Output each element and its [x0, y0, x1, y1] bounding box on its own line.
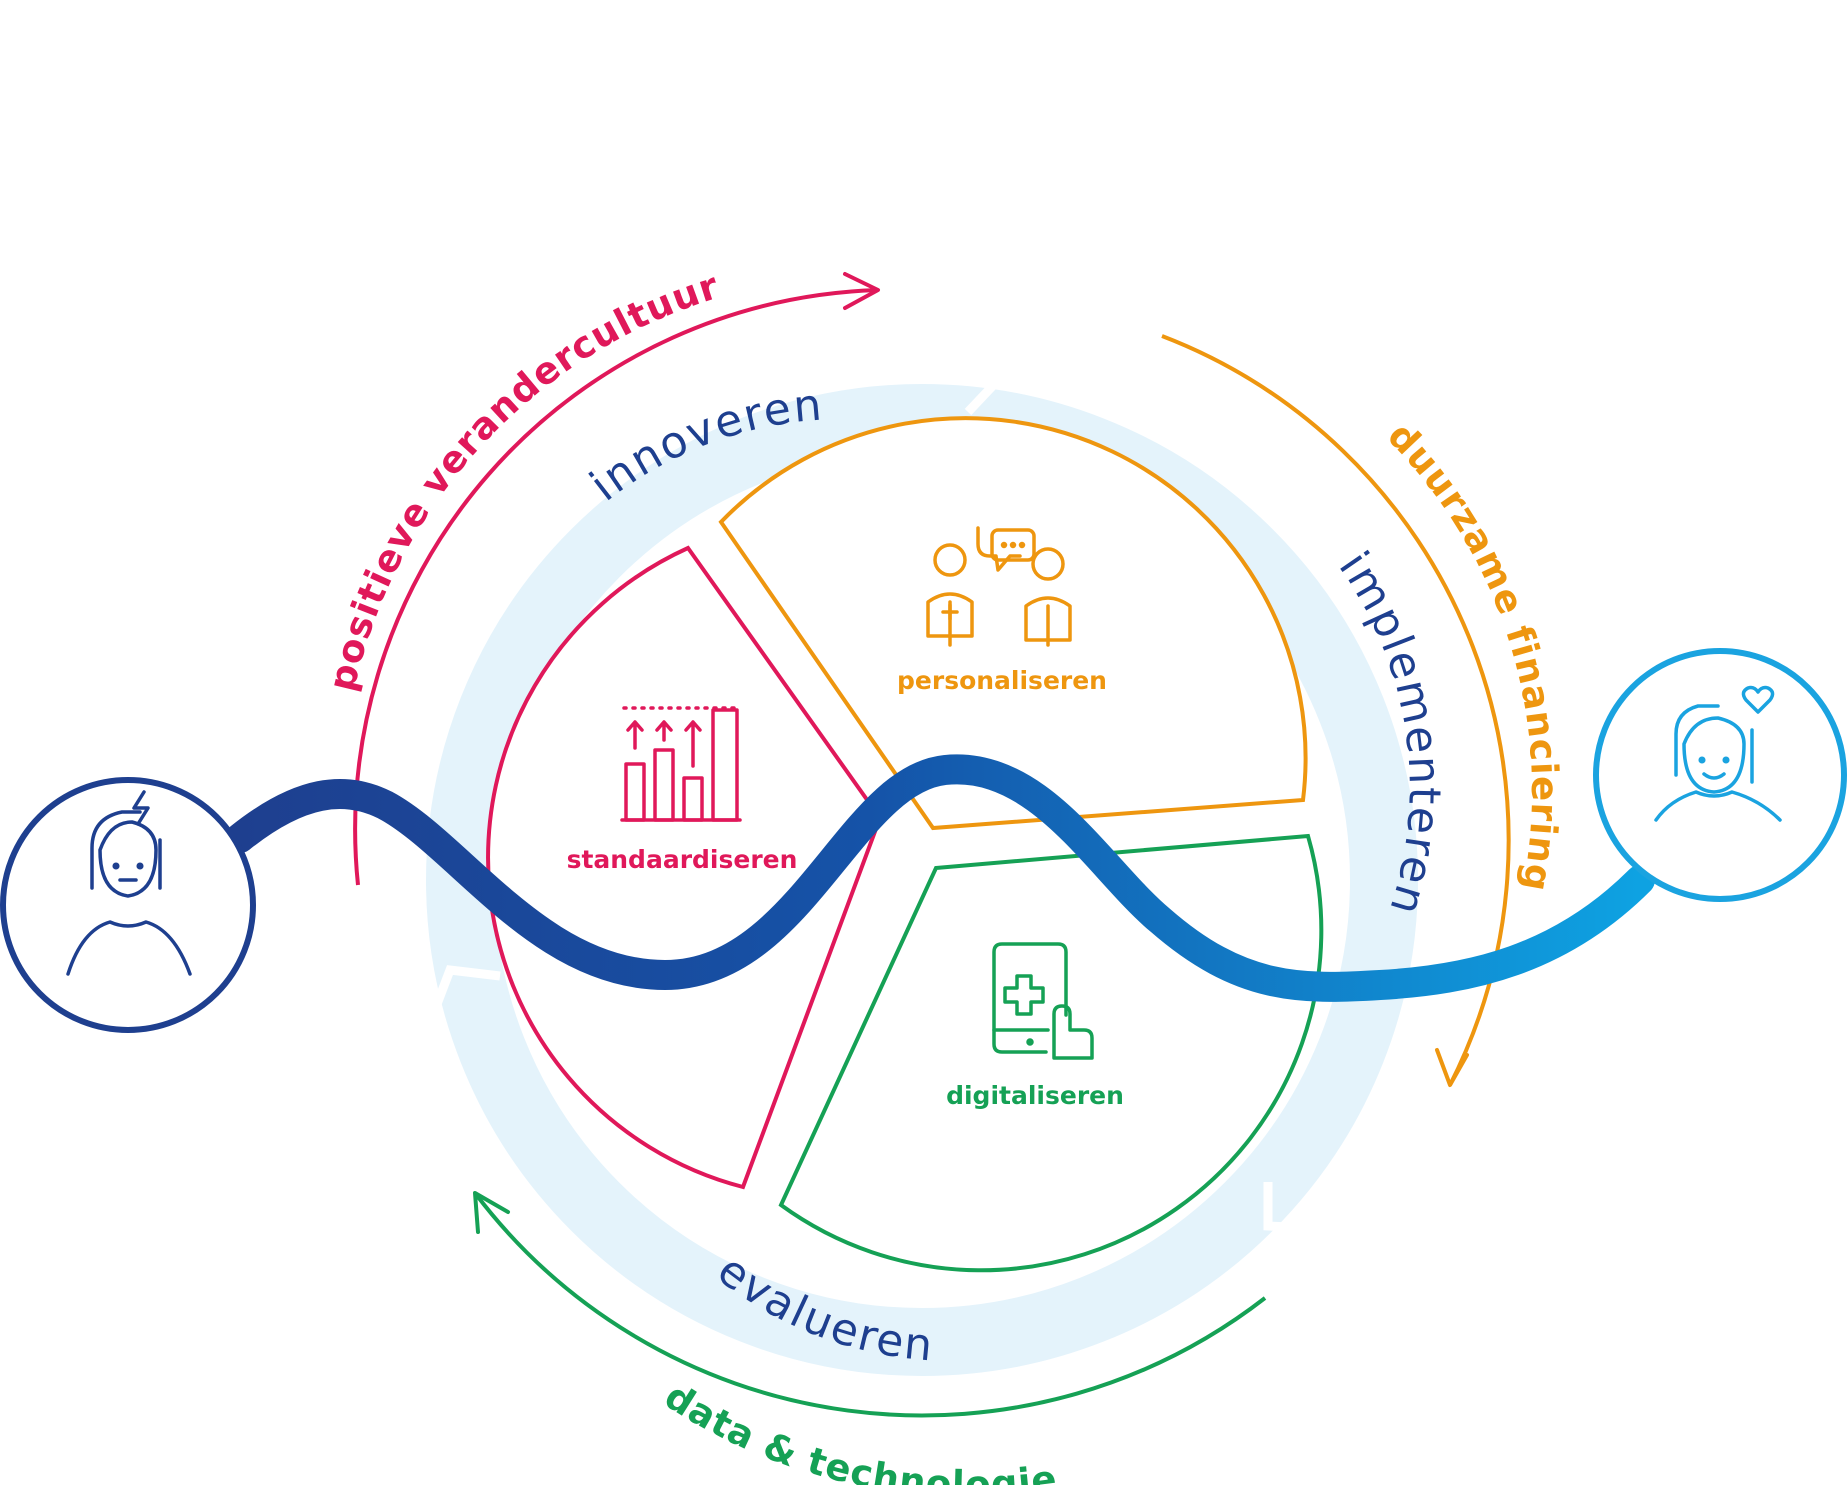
- two-people-chat-icon: [926, 526, 1072, 647]
- happy-person-heart-icon: [1654, 685, 1782, 822]
- end-person: [1593, 648, 1847, 902]
- segment-label-digitaliseren: digitaliseren: [946, 1081, 1124, 1110]
- segment-personaliseren: [718, 416, 1308, 831]
- tablet-medical-cross-icon: [992, 942, 1094, 1060]
- segment-label-personaliseren: personaliseren: [897, 666, 1107, 695]
- outer-label-data-technologie: data & technologie: [657, 1374, 1060, 1485]
- arc-data-technologie: [473, 1191, 1267, 1418]
- stressed-person-icon: [66, 790, 192, 976]
- bar-chart-arrows-icon: [620, 706, 742, 822]
- segment-label-standaardiseren: standaardiseren: [567, 845, 798, 874]
- start-person: [0, 777, 256, 1033]
- journey-wave: [225, 754, 1655, 1002]
- arc-positieve-verandercultuur: [353, 272, 880, 886]
